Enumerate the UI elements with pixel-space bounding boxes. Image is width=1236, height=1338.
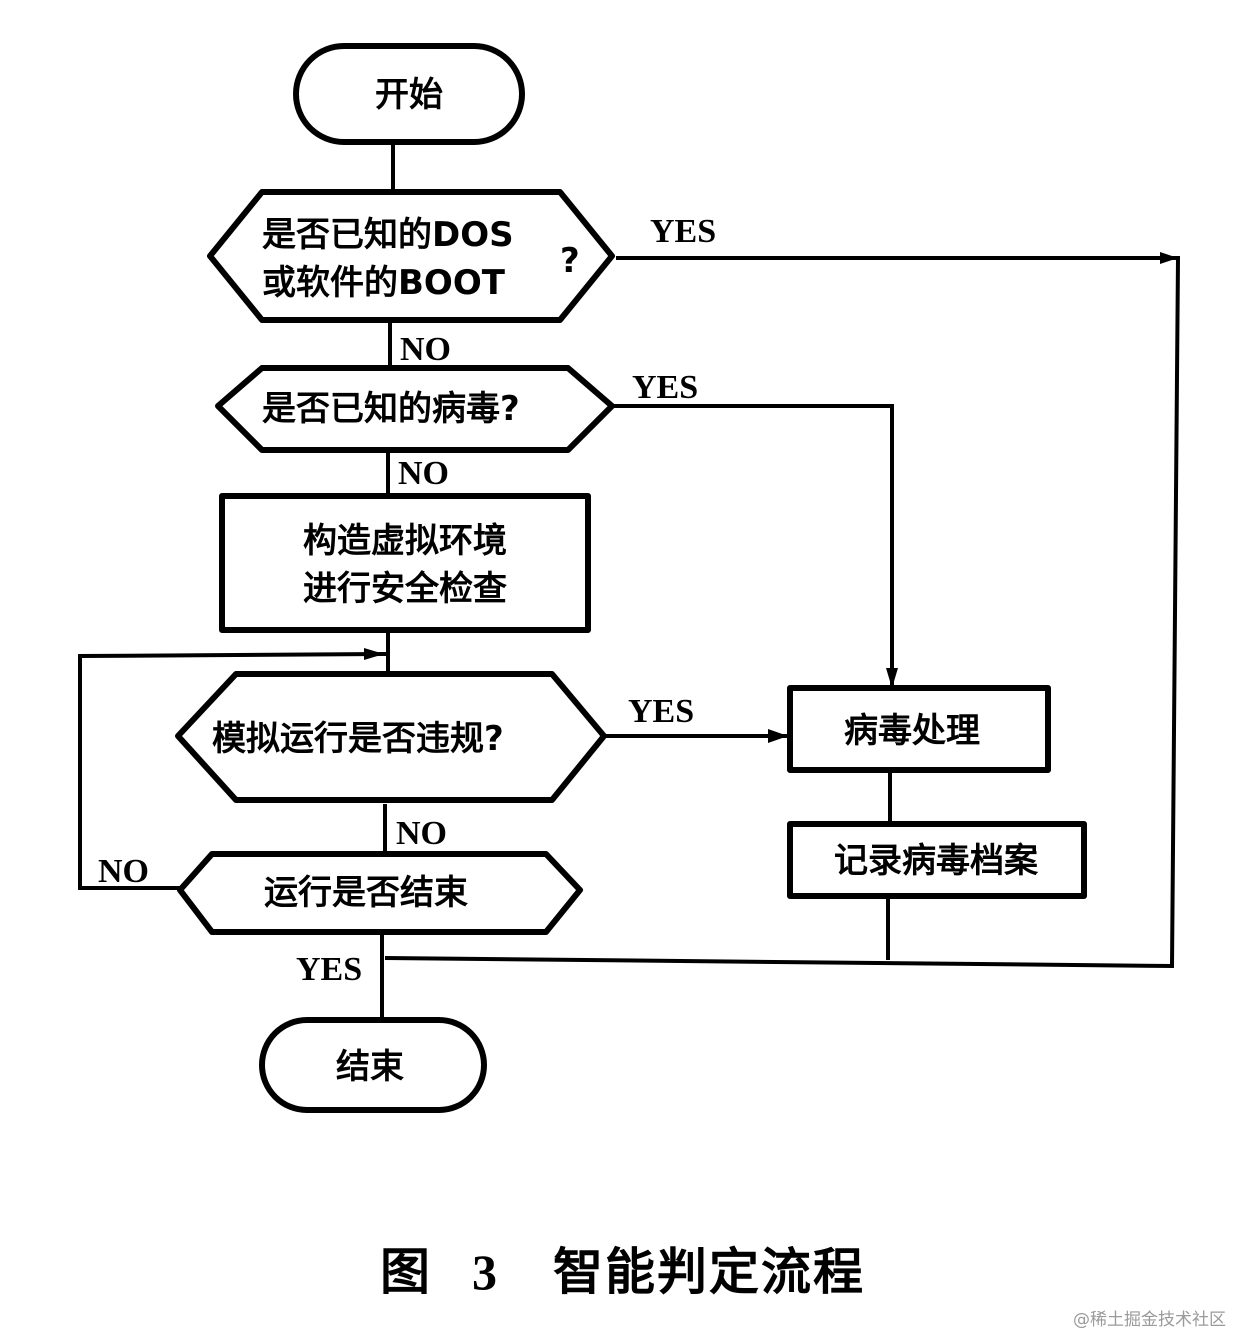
- dos-line2: 或软件的BOOT: [262, 263, 506, 303]
- arrow-head-virus-yes: [886, 668, 898, 688]
- label-finished-no: NO: [98, 853, 149, 890]
- edge-virus-yes: [612, 404, 894, 688]
- caption-title: 智能判定流程: [553, 1243, 865, 1301]
- label-virus-no: NO: [398, 455, 449, 492]
- env-line2: 进行安全检查: [303, 569, 507, 609]
- decision-violation: 模拟运行是否违规?: [175, 671, 607, 803]
- end-label: 结束: [336, 1047, 404, 1087]
- connectors: [78, 140, 1181, 1022]
- start-label: 开始: [375, 75, 443, 115]
- decision-known-dos: 是否已知的DOS 或软件的BOOT ?: [207, 189, 615, 323]
- start-node: 开始: [293, 43, 525, 145]
- record-label: 记录病毒档案: [834, 841, 1039, 881]
- arrow-head-loop: [364, 648, 384, 660]
- label-virus-yes: YES: [632, 369, 698, 406]
- dos-qmark: ?: [560, 241, 580, 281]
- label-dos-no: NO: [400, 331, 451, 368]
- decision-finished: 运行是否结束: [177, 851, 583, 935]
- violation-label: 模拟运行是否违规?: [212, 719, 504, 759]
- arrow-head-violation-yes: [768, 729, 788, 743]
- process-virus-handling: 病毒处理: [787, 685, 1051, 773]
- finished-label: 运行是否结束: [264, 873, 468, 913]
- label-finished-yes: YES: [296, 951, 362, 988]
- handling-label: 病毒处理: [844, 711, 980, 751]
- process-build-env: 构造虚拟环境 进行安全检查: [219, 493, 591, 633]
- arrow-head-dos-yes: [1160, 252, 1178, 264]
- decision-known-virus: 是否已知的病毒?: [215, 365, 615, 453]
- process-record-archive: 记录病毒档案: [787, 821, 1087, 899]
- end-node: 结束: [259, 1017, 487, 1113]
- label-violation-no: NO: [396, 815, 447, 852]
- watermark: @稀土掘金技术社区: [1073, 1310, 1226, 1330]
- label-violation-yes: YES: [628, 693, 694, 730]
- caption-prefix: 图: [380, 1243, 432, 1301]
- edge-dos-yes: [384, 256, 1181, 969]
- env-line1: 构造虚拟环境: [303, 521, 507, 561]
- label-dos-yes: YES: [650, 213, 716, 250]
- caption-number: 3: [472, 1244, 499, 1300]
- edge-finished-no-loop: [78, 652, 389, 890]
- dos-line1: 是否已知的DOS: [262, 215, 514, 255]
- virus-label: 是否已知的病毒?: [262, 389, 520, 429]
